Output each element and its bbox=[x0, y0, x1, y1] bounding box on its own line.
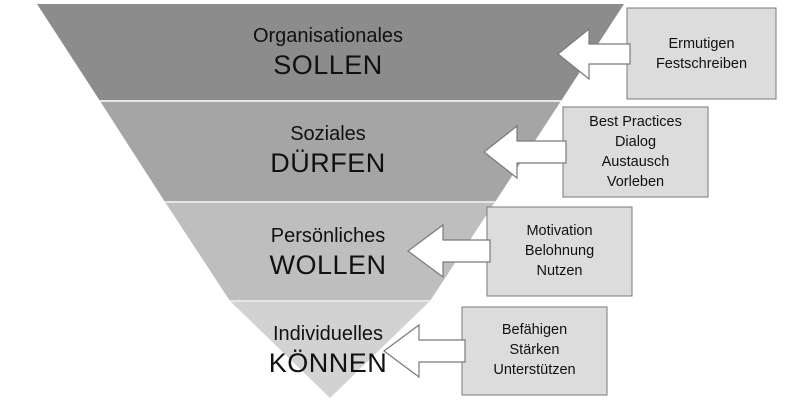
note-line: Nutzen bbox=[536, 263, 583, 279]
note-line: Motivation bbox=[526, 223, 593, 239]
layer-sollen-title: SOLLEN bbox=[273, 50, 383, 80]
note-box-2 bbox=[562, 106, 709, 198]
layer-wollen-title: WOLLEN bbox=[269, 250, 387, 280]
layer-duerfen-label: Soziales DÜRFEN bbox=[178, 122, 478, 180]
layer-duerfen-title: DÜRFEN bbox=[270, 148, 386, 178]
note-line: Befähigen bbox=[501, 322, 568, 338]
note-text-1: Ermutigen Festschreiben bbox=[627, 34, 776, 74]
note-text-3: Motivation Belohnung Nutzen bbox=[487, 221, 632, 281]
note-line: Best Practices bbox=[589, 114, 682, 130]
layer-sollen-subtitle: Organisationales bbox=[252, 25, 404, 47]
arrow-left-3 bbox=[406, 223, 491, 279]
layer-koennen-label: Individuelles KÖNNEN bbox=[178, 322, 478, 380]
layer-koennen-title: KÖNNEN bbox=[268, 348, 388, 378]
layer-duerfen-subtitle: Soziales bbox=[290, 123, 366, 145]
note-text-2: Best Practices Dialog Austausch Vorleben bbox=[563, 112, 708, 192]
note-line: Festschreiben bbox=[655, 56, 748, 72]
layer-sollen-label: Organisationales SOLLEN bbox=[178, 24, 478, 82]
arrow-left-2 bbox=[483, 124, 567, 180]
note-line: Austausch bbox=[601, 154, 670, 170]
note-line: Ermutigen bbox=[668, 36, 735, 52]
note-box-4 bbox=[461, 306, 608, 396]
note-line: Belohnung bbox=[524, 243, 595, 259]
layer-koennen-shape bbox=[230, 301, 430, 398]
note-line: Stärken bbox=[509, 342, 560, 358]
layer-koennen-subtitle: Individuelles bbox=[272, 323, 384, 345]
layer-duerfen-shape bbox=[100, 101, 561, 202]
note-line: Unterstützen bbox=[493, 362, 576, 378]
note-line: Dialog bbox=[614, 134, 657, 150]
arrow-left-4 bbox=[382, 323, 466, 379]
arrow-left-1 bbox=[557, 27, 631, 81]
layer-sollen-shape bbox=[37, 4, 624, 101]
layer-wollen-subtitle: Persönliches bbox=[270, 225, 386, 247]
note-line: Vorleben bbox=[606, 174, 665, 190]
layer-wollen-label: Persönliches WOLLEN bbox=[178, 224, 478, 282]
note-box-3 bbox=[486, 206, 633, 297]
note-box-1 bbox=[626, 7, 777, 100]
layer-wollen-shape bbox=[165, 202, 495, 301]
note-text-4: Befähigen Stärken Unterstützen bbox=[462, 320, 607, 380]
